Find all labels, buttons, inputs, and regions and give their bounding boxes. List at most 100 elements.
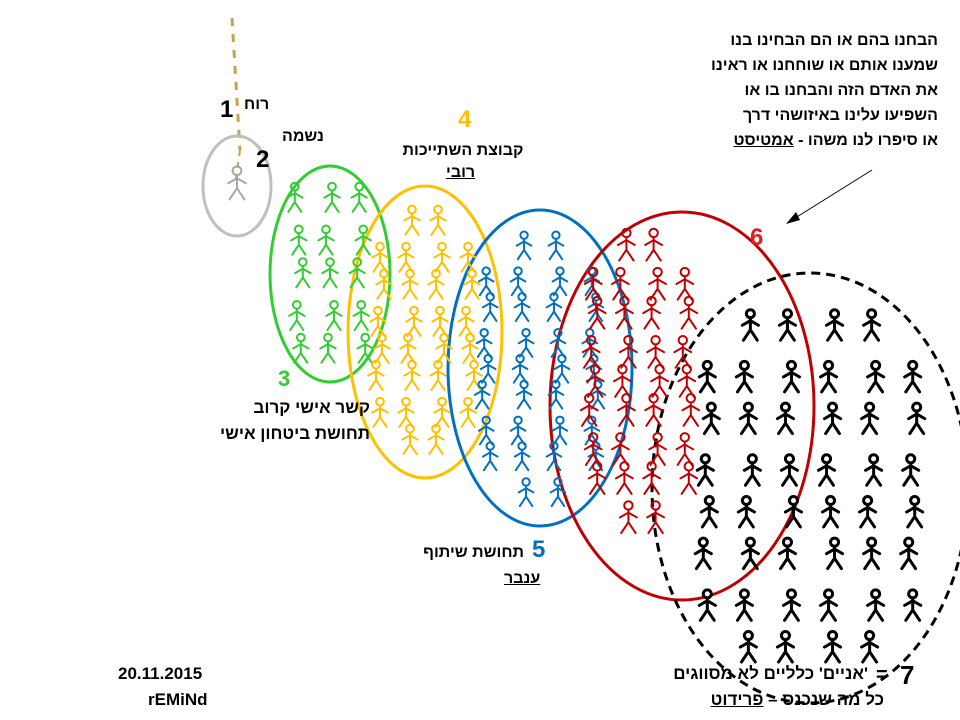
group6-figure: [645, 394, 662, 426]
group7-figure: [779, 310, 795, 340]
group6-figure: [649, 268, 666, 300]
group5-figure: [517, 231, 532, 259]
group7-figure: [697, 455, 713, 485]
group4-figure: [368, 361, 383, 390]
group4-figure: [372, 398, 387, 427]
group5-figure: [515, 442, 530, 470]
group7-figure: [740, 403, 756, 433]
group6-figure: [680, 297, 697, 329]
group6-figure: [614, 365, 631, 397]
group7-figure: [862, 403, 878, 433]
group4-subtitle: רובי: [446, 164, 475, 182]
group6-figure: [678, 365, 695, 397]
group6-figure: [645, 229, 662, 261]
group5-figure: [511, 417, 526, 445]
number-4: 4: [458, 106, 471, 134]
spirit-line: [232, 18, 240, 150]
group3-figure: [324, 183, 339, 212]
group4-figure: [458, 307, 473, 336]
group4-figure: [398, 243, 413, 272]
group5-figure: [551, 329, 566, 357]
group4-ellipse: [348, 186, 502, 478]
group3-figure: [295, 258, 310, 287]
number-7: 7: [900, 660, 914, 691]
top-note-line-4: השפיעו עלינו באיזושהי דרך: [640, 103, 938, 128]
group7-figure: [905, 590, 921, 620]
group7-figure: [785, 496, 801, 526]
group7-figure: [864, 538, 880, 568]
group4-figure: [406, 307, 421, 336]
group7-figure: [699, 361, 715, 391]
group7-figure: [695, 538, 711, 568]
group5-figure: [547, 293, 562, 321]
group5-figure: [481, 355, 496, 383]
group3-line1: קשר אישי קרוב: [224, 398, 370, 418]
group3-line2: תחושת ביטחון אישי: [196, 424, 370, 444]
pointer-arrow: [792, 170, 872, 220]
group7-figure: [777, 632, 793, 662]
group3-figure: [289, 301, 304, 330]
group5-figure: [483, 442, 498, 470]
group4-figure: [400, 334, 415, 363]
group4-figure: [460, 398, 475, 427]
group7-figure: [868, 590, 884, 620]
group4-figure: [430, 361, 445, 390]
group7-figure: [905, 361, 921, 391]
group7-figure: [860, 496, 876, 526]
group7-figure: [866, 455, 882, 485]
group4-figure: [402, 425, 417, 454]
number-5: 5: [532, 536, 545, 564]
group4-figure: [404, 206, 419, 235]
group7-figure: [736, 590, 752, 620]
date-label: 20.11.2015: [118, 664, 202, 684]
group5-figure: [483, 293, 498, 321]
top-note-line-3: את האדם הזה והבחנו בו או: [640, 78, 938, 103]
group4-figure: [434, 243, 449, 272]
group4-figure: [404, 361, 419, 390]
group7-figure: [826, 538, 842, 568]
top-note-line-5: או סיפרו לנו משהו - אמטיסט: [640, 128, 938, 153]
group7-figure: [701, 496, 717, 526]
group7-figure: [824, 632, 840, 662]
number-6: 6: [750, 224, 763, 252]
spirit-label: רוח: [244, 96, 269, 114]
group3-figure: [326, 301, 341, 330]
group6-figure: [620, 336, 637, 368]
group5-figure: [519, 329, 534, 357]
top-note-line-2: שמענו אותם או שוחחנו או ראינו: [640, 53, 938, 78]
group5-title: תחושת שיתוף: [402, 544, 524, 562]
group4-figure: [374, 334, 389, 363]
group7-figure: [783, 590, 799, 620]
group6-figure: [649, 433, 666, 465]
group7-line1: 'אניים' כלליים לא מסווגים: [620, 664, 868, 684]
group7-figure: [779, 538, 795, 568]
group7-figure: [703, 403, 719, 433]
group7-figure: [901, 538, 917, 568]
group7-figure: [820, 361, 836, 391]
group7-figure: [738, 496, 754, 526]
group7-figure: [903, 455, 919, 485]
group5-figure: [553, 417, 568, 445]
group7-figure: [818, 455, 834, 485]
group7-line2: כל מה שנכנס – פרידוט: [620, 690, 884, 710]
group6-figure: [643, 297, 660, 329]
group5-figure: [513, 355, 528, 383]
group5-subtitle: ענבר: [504, 570, 540, 588]
group4-figure: [428, 425, 443, 454]
number-2: 2: [256, 146, 269, 174]
group7-equals: =: [876, 664, 888, 687]
top-note-name: אמטיסט: [733, 132, 793, 149]
group3-figure: [358, 334, 373, 363]
number-1: 1: [220, 96, 233, 124]
group3-figure: [291, 226, 306, 255]
group7-figure: [864, 310, 880, 340]
group6-figure: [651, 365, 668, 397]
group7-figure: [781, 455, 797, 485]
group4-figure: [428, 270, 443, 299]
group4-figure: [372, 243, 387, 272]
group3-figure: [322, 258, 337, 287]
group4-figure: [370, 307, 385, 336]
group7-figure: [909, 403, 925, 433]
number-3: 3: [278, 366, 290, 392]
group6-figure: [620, 501, 637, 533]
